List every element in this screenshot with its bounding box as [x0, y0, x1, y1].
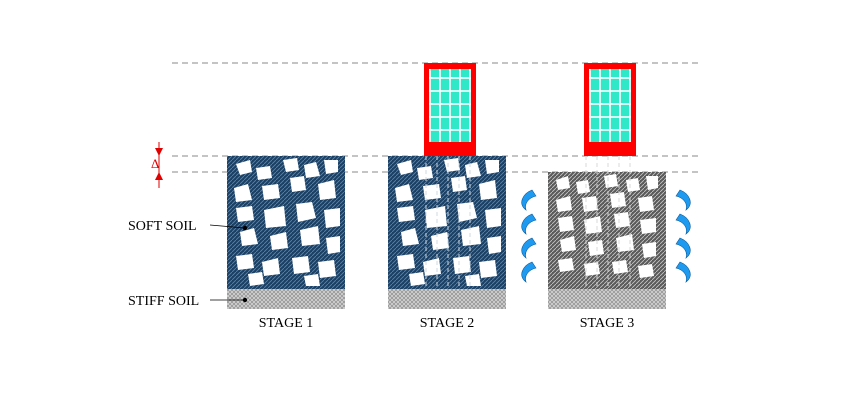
soft-soil-callout: SOFT SOIL [128, 219, 248, 234]
stage-3-label: STAGE 3 [580, 316, 635, 331]
soft-soil-label: SOFT SOIL [128, 219, 197, 234]
stage-2-label: STAGE 2 [420, 316, 475, 331]
stage-1-voids [234, 158, 340, 286]
stiff-soil-callout: STIFF SOIL [128, 294, 248, 309]
stage-3-stiff-soil [548, 289, 666, 309]
building-icon [424, 63, 476, 156]
stage-3: STAGE 3 [521, 63, 691, 331]
stage-2-voids [395, 158, 501, 286]
stage-1-label: STAGE 1 [259, 316, 314, 331]
water-drop-icon [521, 189, 691, 283]
settlement-delta-marker: Δ [151, 142, 163, 188]
stage-2-foundation-piles [425, 156, 471, 289]
stage-2-stiff-soil [388, 289, 506, 309]
stage-1: STAGE 1 [227, 156, 345, 331]
stiff-soil-label: STIFF SOIL [128, 294, 199, 309]
stage-2: STAGE 2 [388, 63, 506, 331]
stage-3-foundation-piles [585, 156, 631, 294]
delta-label: Δ [151, 156, 159, 171]
stage-1-stiff-soil [227, 289, 345, 309]
building-icon [584, 63, 636, 156]
